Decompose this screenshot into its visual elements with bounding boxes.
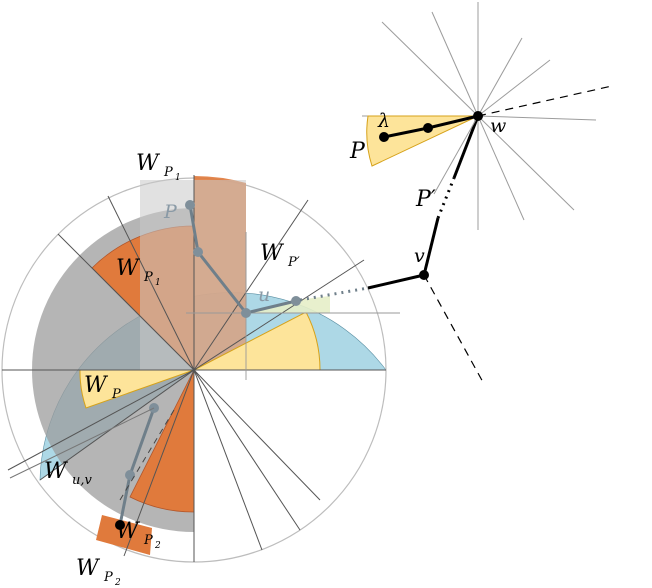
label-wp1-inner-subsub: 1 bbox=[155, 278, 161, 288]
label-p: P bbox=[349, 139, 366, 164]
label-lambda: λ bbox=[377, 110, 390, 132]
label-wp2-inner-subsub: 2 bbox=[154, 541, 161, 551]
label-wuv-main: W bbox=[44, 459, 69, 484]
label-w: w bbox=[490, 115, 506, 137]
window-p-yellow bbox=[366, 115, 479, 167]
label-u: u bbox=[258, 284, 270, 306]
label-wp1-inner: W P 1 bbox=[116, 256, 161, 288]
ghost-dots bbox=[125, 200, 301, 480]
label-wp1-top-main: W bbox=[136, 151, 161, 176]
label-wp: W P bbox=[84, 373, 121, 402]
label-wuv-sub: u,v bbox=[72, 473, 93, 488]
window-wp2-bottom bbox=[96, 515, 152, 555]
label-wp2-bottom: W P 2 bbox=[76, 556, 121, 588]
label-wuv: W u,v bbox=[44, 459, 93, 488]
label-p-faded: P bbox=[163, 201, 178, 223]
label-wp2-bottom-sub: P bbox=[103, 570, 113, 585]
label-wp1-inner-sub: P bbox=[143, 270, 153, 285]
label-wp2-inner-sub: P bbox=[143, 533, 153, 548]
label-v: v bbox=[414, 245, 425, 267]
w-dashed-line bbox=[477, 85, 613, 117]
u-local-grid bbox=[186, 232, 400, 380]
p-path bbox=[383, 114, 479, 139]
pprime-dotted-segment bbox=[436, 177, 456, 219]
label-pprime: P′ bbox=[415, 187, 436, 212]
label-wpprime-main: W bbox=[260, 241, 285, 266]
p1-column-overlay bbox=[140, 180, 246, 370]
label-wp-main: W bbox=[84, 373, 109, 398]
label-wp1-top: W P 1 bbox=[136, 151, 181, 183]
label-wpprime-sub: P′ bbox=[287, 255, 300, 270]
label-wp2-bottom-subsub: 2 bbox=[114, 578, 121, 588]
v-dashed-line bbox=[423, 274, 485, 385]
label-wp2-bottom-main: W bbox=[76, 556, 101, 581]
label-wp-sub: P bbox=[111, 387, 121, 402]
label-wp1-top-subsub: 1 bbox=[175, 173, 181, 183]
label-wpprime: W P′ bbox=[260, 241, 300, 270]
label-wp1-inner-main: W bbox=[116, 256, 141, 281]
wuv-extended-line bbox=[9, 407, 155, 479]
label-wp2-inner-main: W bbox=[116, 519, 141, 544]
label-wp2-inner: W P 2 bbox=[116, 519, 161, 551]
black-dots bbox=[115, 111, 483, 530]
ghost-dotted-link bbox=[299, 286, 369, 302]
label-wp1-top-sub: P bbox=[163, 165, 173, 180]
radial-lines bbox=[2, 175, 386, 562]
